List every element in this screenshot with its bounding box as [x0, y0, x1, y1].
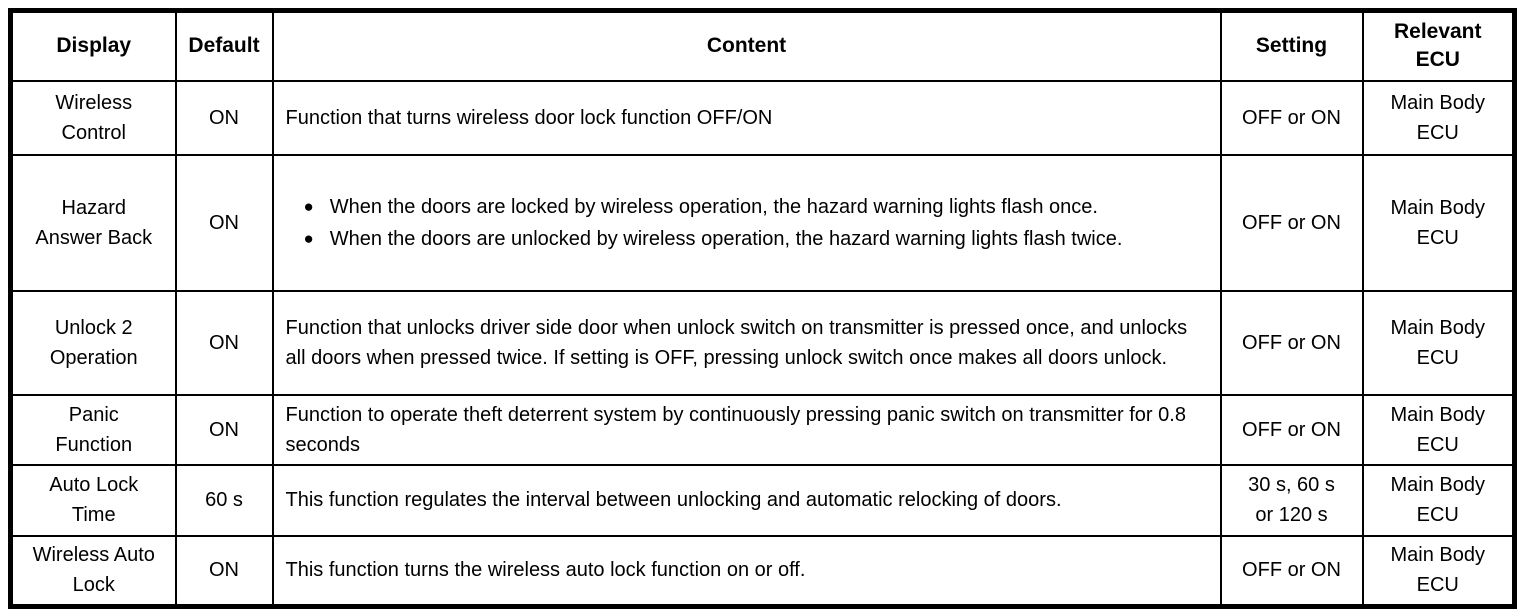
cell-display: Hazard Answer Back [9, 153, 177, 292]
cell-relevant-ecu: Main Body ECU [1361, 153, 1516, 292]
col-header-content: Content [271, 9, 1222, 82]
cell-setting: OFF or ON [1219, 153, 1364, 292]
bullet-item: ● When the doors are locked by wireless … [286, 192, 1208, 222]
cell-setting: 30 s, 60 s or 120 s [1219, 463, 1364, 537]
cell-display: Wireless Auto Lock [9, 534, 177, 608]
col-header-relevant-ecu: Relevant ECU [1361, 9, 1516, 82]
bullet-text: When the doors are unlocked by wireless … [329, 227, 1123, 250]
col-header-setting: Setting [1219, 9, 1364, 82]
cell-display: Panic Function [9, 393, 177, 466]
cell-relevant-ecu: Main Body ECU [1361, 393, 1516, 466]
bullet-item: ● When the doors are unlocked by wireles… [286, 224, 1208, 254]
header-row: Display Default Content Setting Relevant… [9, 9, 1516, 82]
cell-display: Auto Lock Time [9, 463, 177, 537]
cell-default: ON [174, 393, 274, 466]
cell-setting: OFF or ON [1219, 534, 1364, 608]
cell-display: Unlock 2 Operation [9, 289, 177, 396]
cell-setting: OFF or ON [1219, 393, 1364, 466]
cell-relevant-ecu: Main Body ECU [1361, 463, 1516, 537]
bullet-icon: ● [303, 196, 314, 216]
table-row-wireless-auto-lock: Wireless Auto Lock ON This function turn… [9, 534, 1516, 608]
col-header-default: Default [174, 9, 274, 82]
col-header-display: Display [9, 9, 177, 82]
cell-relevant-ecu: Main Body ECU [1361, 289, 1516, 396]
cell-setting: OFF or ON [1219, 79, 1364, 156]
cell-content: Function that turns wireless door lock f… [271, 79, 1222, 156]
table-row-unlock-2-operation: Unlock 2 Operation ON Function that unlo… [9, 289, 1516, 396]
cell-relevant-ecu: Main Body ECU [1361, 534, 1516, 608]
cell-display: Wireless Control [9, 79, 177, 156]
cell-content: ● When the doors are locked by wireless … [271, 153, 1222, 292]
table-row-hazard-answer-back: Hazard Answer Back ON ● When the doors a… [9, 153, 1516, 292]
bullet-icon: ● [303, 228, 314, 248]
cell-default: ON [174, 289, 274, 396]
wireless-door-lock-settings-table: Display Default Content Setting Relevant… [8, 8, 1517, 609]
cell-default: 60 s [174, 463, 274, 537]
cell-setting: OFF or ON [1219, 289, 1364, 396]
cell-content: Function that unlocks driver side door w… [271, 289, 1222, 396]
cell-content: This function turns the wireless auto lo… [271, 534, 1222, 608]
table-row-auto-lock-time: Auto Lock Time 60 s This function regula… [9, 463, 1516, 537]
cell-content: This function regulates the interval bet… [271, 463, 1222, 537]
cell-default: ON [174, 534, 274, 608]
cell-relevant-ecu: Main Body ECU [1361, 79, 1516, 156]
table-row-wireless-control: Wireless Control ON Function that turns … [9, 79, 1516, 156]
cell-default: ON [174, 79, 274, 156]
table-row-panic-function: Panic Function ON Function to operate th… [9, 393, 1516, 466]
cell-default: ON [174, 153, 274, 292]
bullet-text: When the doors are locked by wireless op… [329, 195, 1098, 218]
cell-content: Function to operate theft deterrent syst… [271, 393, 1222, 466]
